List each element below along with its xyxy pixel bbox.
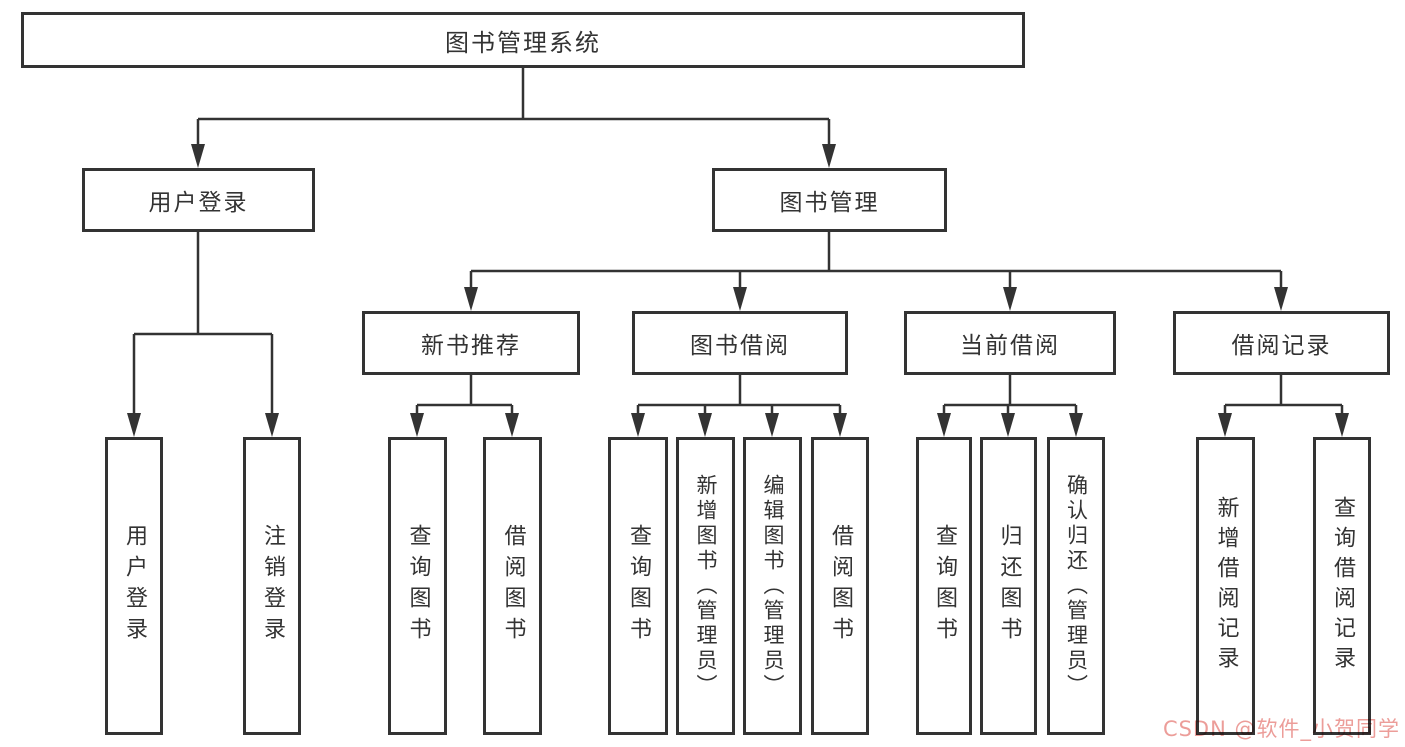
arrowhead-down-icon xyxy=(410,413,424,437)
node-book-borrowing: 图书借阅 xyxy=(632,311,848,375)
arrowhead-down-icon xyxy=(1003,287,1017,311)
arrowhead-down-icon xyxy=(464,287,478,311)
node-book-management: 图书管理 xyxy=(712,168,947,232)
arrowhead-down-icon xyxy=(1218,413,1232,437)
node-borrowing-records: 借阅记录 xyxy=(1173,311,1390,375)
arrowhead-down-icon xyxy=(505,413,519,437)
leaf-add-borrow-record: 新增借阅记录 xyxy=(1196,437,1255,735)
arrowhead-down-icon xyxy=(937,413,951,437)
arrowhead-down-icon xyxy=(191,144,205,168)
arrowhead-down-icon xyxy=(698,413,712,437)
leaf-return-books: 归还图书 xyxy=(980,437,1037,735)
node-user-login: 用户登录 xyxy=(82,168,315,232)
leaf-confirm-return-admin: 确认归还（管理员） xyxy=(1047,437,1105,735)
arrowhead-down-icon xyxy=(1001,413,1015,437)
leaf-logout: 注销登录 xyxy=(243,437,301,735)
arrowhead-down-icon xyxy=(1274,287,1288,311)
leaf-query-books-current: 查询图书 xyxy=(916,437,972,735)
leaf-query-books-recommend: 查询图书 xyxy=(388,437,447,735)
arrowhead-down-icon xyxy=(631,413,645,437)
node-current-borrowing: 当前借阅 xyxy=(904,311,1116,375)
arrowhead-down-icon xyxy=(833,413,847,437)
leaf-borrow-books-recommend: 借阅图书 xyxy=(483,437,542,735)
arrowhead-down-icon xyxy=(1335,413,1349,437)
watermark: CSDN @软件_小贺同学 xyxy=(1162,717,1400,741)
arrowhead-down-icon xyxy=(1069,413,1083,437)
arrowhead-down-icon xyxy=(822,144,836,168)
node-library-management-system: 图书管理系统 xyxy=(21,12,1025,68)
leaf-edit-books-admin: 编辑图书（管理员） xyxy=(743,437,802,735)
arrowhead-down-icon xyxy=(127,413,141,437)
leaf-add-books-admin: 新增图书（管理员） xyxy=(676,437,735,735)
leaf-query-books-borrow: 查询图书 xyxy=(608,437,668,735)
node-new-book-recommend: 新书推荐 xyxy=(362,311,580,375)
leaf-query-borrow-record: 查询借阅记录 xyxy=(1313,437,1371,735)
arrowhead-down-icon xyxy=(265,413,279,437)
leaf-user-login: 用户登录 xyxy=(105,437,163,735)
arrowhead-down-icon xyxy=(765,413,779,437)
leaf-borrow-books: 借阅图书 xyxy=(811,437,869,735)
arrowhead-down-icon xyxy=(733,287,747,311)
